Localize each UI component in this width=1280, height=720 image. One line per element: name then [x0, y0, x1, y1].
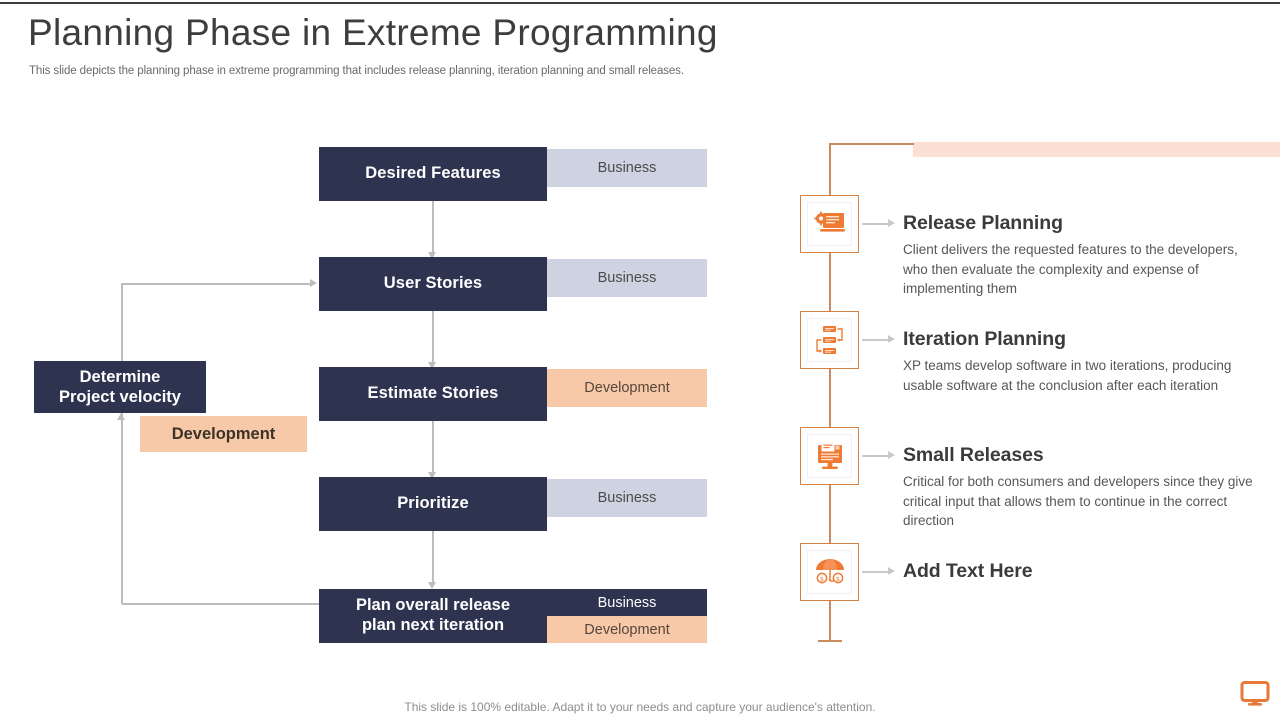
flow-node-label: Prioritize — [397, 494, 469, 513]
page-subtitle: This slide depicts the planning phase in… — [29, 65, 684, 77]
loop-arrow-head-to-velocity — [117, 413, 125, 420]
icon-box-small-releases[interactable] — [800, 427, 859, 485]
svg-text:$: $ — [819, 575, 823, 583]
flow-tag-label: Development — [584, 380, 670, 396]
connector-4 — [432, 531, 434, 583]
top-divider — [0, 2, 1280, 4]
flow-node-label: Estimate Stories — [367, 384, 499, 403]
flow-node-label-line1: Plan overall release — [355, 596, 511, 615]
flow-node-user-stories[interactable]: User Stories — [319, 257, 547, 311]
monitor-logo-icon — [1240, 681, 1270, 707]
icon-box-iteration-planning[interactable] — [800, 311, 859, 369]
flow-node-label: User Stories — [383, 274, 483, 293]
connector-arrow-small-releases — [888, 451, 895, 459]
presentation-gear-icon — [807, 202, 852, 246]
flow-node-plan-overall-release[interactable]: Plan overall release plan next iteration… — [319, 589, 707, 643]
connector-line-small-releases — [862, 455, 890, 457]
loop-vertical-line — [121, 283, 123, 604]
connector-arrow-add-text-here — [888, 567, 895, 575]
connector-line-iteration-planning — [862, 339, 890, 341]
iteration-flow-icon — [807, 318, 852, 362]
loop-bottom-line — [122, 603, 320, 605]
spine-top-line — [829, 143, 914, 145]
flow-tag-development: Development — [547, 616, 707, 643]
connector-3-head — [428, 472, 436, 479]
flow-node-estimate-stories[interactable]: Estimate Stories — [319, 367, 547, 421]
connector-arrow-release-planning — [888, 219, 895, 227]
flow-node-label: Desired Features — [365, 164, 501, 183]
page-title: Planning Phase in Extreme Programming — [28, 12, 718, 53]
spine-foot-cap — [818, 640, 842, 642]
connector-2 — [432, 311, 434, 363]
flow-node-desired-features[interactable]: Desired Features — [319, 147, 547, 201]
connector-line-release-planning — [862, 223, 890, 225]
flow-tag-business: Business — [597, 594, 657, 611]
umbrella-coins-icon: $ $ — [807, 550, 852, 594]
footer-note: This slide is 100% editable. Adapt it to… — [404, 700, 876, 714]
connector-1-head — [428, 252, 436, 259]
connector-4-head — [428, 582, 436, 589]
flow-tag-label: Business — [597, 270, 657, 286]
velocity-label-line2: Project velocity — [59, 388, 181, 406]
flow-diagram: Desired Features Business User Stories B… — [34, 147, 707, 643]
flow-node-determine-project-velocity[interactable]: Determine Project velocity — [34, 361, 206, 413]
flow-tag-prioritize: Business — [547, 479, 707, 517]
connector-line-add-text-here — [862, 571, 890, 573]
connector-arrow-iteration-planning — [888, 335, 895, 343]
flow-node-prioritize[interactable]: Prioritize — [319, 477, 547, 531]
svg-text:$: $ — [835, 575, 839, 583]
icon-box-add-text-here[interactable]: $ $ — [800, 543, 859, 601]
accent-bar — [913, 142, 1280, 157]
connector-1 — [432, 201, 434, 253]
flow-node-label-line2: plan next iteration — [361, 616, 505, 634]
loop-top-line — [122, 283, 312, 285]
connector-3 — [432, 421, 434, 473]
monitor-release-icon — [807, 434, 852, 478]
icon-box-release-planning[interactable] — [800, 195, 859, 253]
flow-node-label: Plan overall release plan next iteration — [319, 589, 547, 643]
flow-tag-user-stories: Business — [547, 259, 707, 297]
item-title-release-planning: Release Planning — [903, 212, 1063, 234]
item-title-add-text-here: Add Text Here — [903, 560, 1033, 582]
flow-tag-determine-project-velocity: Development — [140, 416, 307, 452]
flow-tag-estimate-stories: Development — [547, 369, 707, 407]
item-title-small-releases: Small Releases — [903, 444, 1044, 466]
velocity-label-line1: Determine — [79, 367, 161, 386]
flow-tag-label: Business — [597, 490, 657, 506]
item-title-iteration-planning: Iteration Planning — [903, 328, 1066, 350]
flow-tag-label: Business — [597, 160, 657, 176]
loop-arrow-head-to-user-stories — [310, 279, 317, 287]
connector-2-head — [428, 362, 436, 369]
spine-vertical-line — [829, 144, 831, 641]
item-description-release-planning: Client delivers the requested features t… — [903, 242, 1238, 297]
flow-final-tags: Business Development — [547, 589, 707, 643]
item-description-small-releases: Critical for both consumers and develope… — [903, 474, 1253, 529]
item-description-iteration-planning: XP teams develop software in two iterati… — [903, 358, 1232, 393]
flow-tag-desired-features: Business — [547, 149, 707, 187]
